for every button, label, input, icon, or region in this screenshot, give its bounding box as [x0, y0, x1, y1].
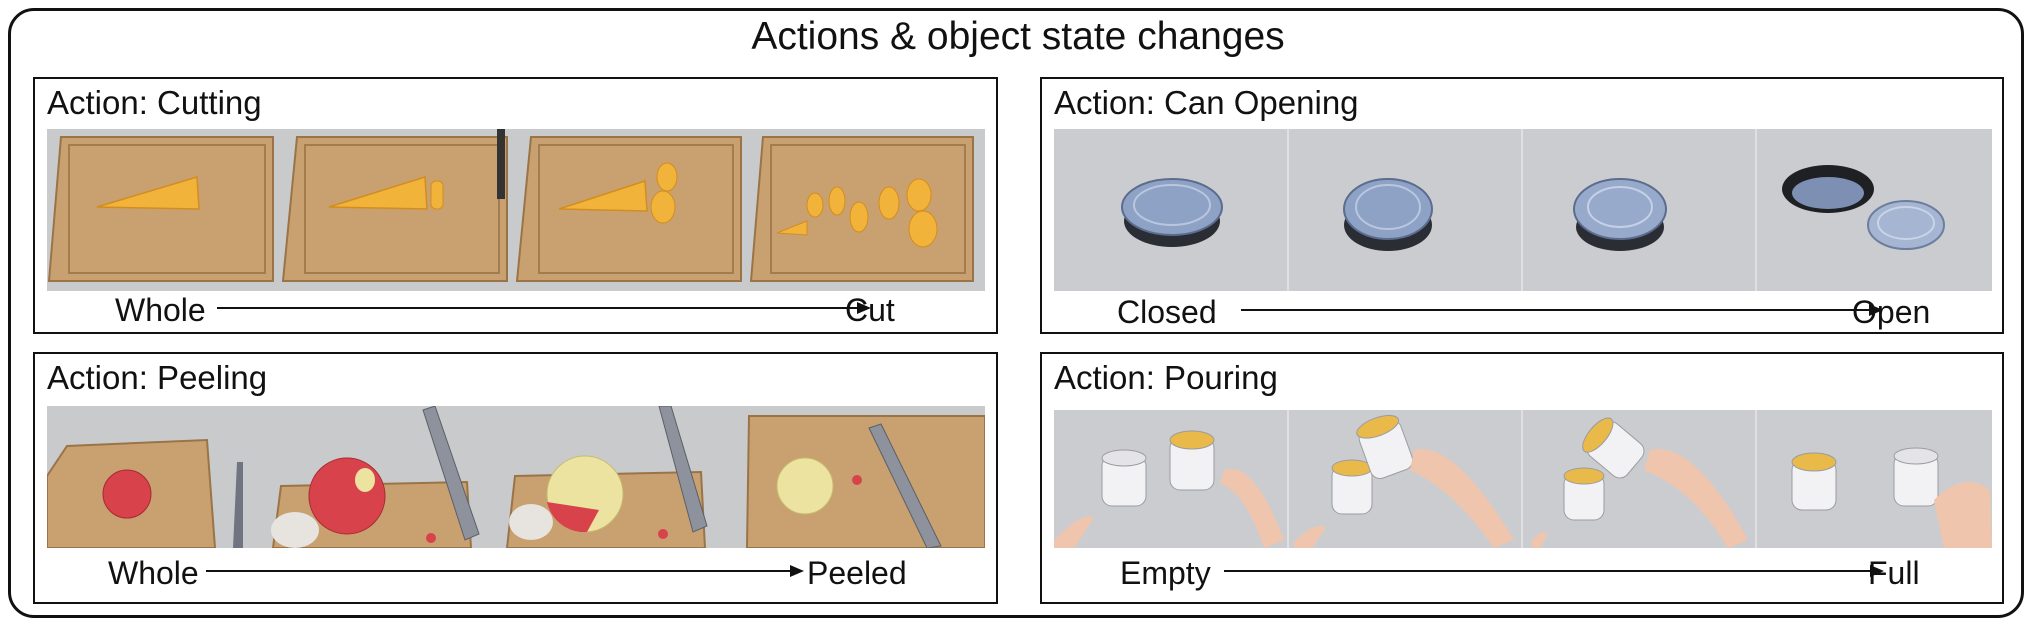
cutting-frame-4 [749, 136, 974, 282]
panel-title-can-opening: Action: Can Opening [1054, 84, 1359, 121]
image-strip-cutting [47, 129, 985, 291]
image-strip-pouring [1054, 410, 1992, 548]
pouring-frame-3 [1532, 417, 1748, 548]
panel-cutting: Action: Cutting [33, 77, 998, 334]
panel-title-cutting: Action: Cutting [47, 84, 262, 121]
state-start-peeling: Whole [108, 555, 199, 591]
panel-title-peeling: Action: Peeling [47, 359, 268, 396]
can-frame-3 [1573, 178, 1667, 251]
state-arrow-cutting [217, 302, 871, 314]
peeling-frame-3 [505, 406, 708, 548]
peeling-frame-2 [271, 406, 480, 548]
cutting-frame-2 [281, 129, 508, 282]
state-start-cutting: Whole [115, 292, 206, 328]
state-end-pouring: Full [1868, 555, 1920, 591]
state-arrow-pouring [1224, 565, 1884, 577]
state-start-can-opening: Closed [1117, 294, 1217, 330]
panel-title-pouring: Action: Pouring [1054, 359, 1278, 396]
figure-frame [8, 8, 2024, 618]
state-arrow-peeling [206, 565, 804, 577]
image-strip-can-opening [1054, 129, 1992, 291]
state-end-peeling: Peeled [807, 555, 907, 591]
state-arrow-can-opening [1241, 304, 1883, 316]
can-frame-2 [1343, 178, 1433, 251]
state-start-pouring: Empty [1120, 555, 1211, 591]
panel-pouring: Action: Pouring [1040, 352, 2004, 604]
pouring-frame-4 [1791, 447, 1992, 548]
peeling-frame-4 [745, 415, 985, 548]
figure-title: Actions & object state changes [751, 15, 1285, 58]
image-strip-peeling [47, 406, 985, 548]
pouring-frame-2 [1294, 414, 1514, 548]
state-end-can-opening: Open [1852, 294, 1931, 330]
panel-peeling: Action: Peeling [33, 352, 998, 604]
cutting-frame-1 [47, 136, 274, 282]
can-frame-1 [1121, 178, 1223, 247]
state-end-cutting: Cut [845, 292, 895, 328]
cutting-frame-3 [515, 136, 742, 282]
can-frame-4 [1782, 165, 1945, 250]
panel-can-opening: Action: Can Opening [1040, 77, 2004, 334]
peeling-frame-1 [47, 438, 243, 548]
pouring-frame-1 [1054, 430, 1284, 548]
